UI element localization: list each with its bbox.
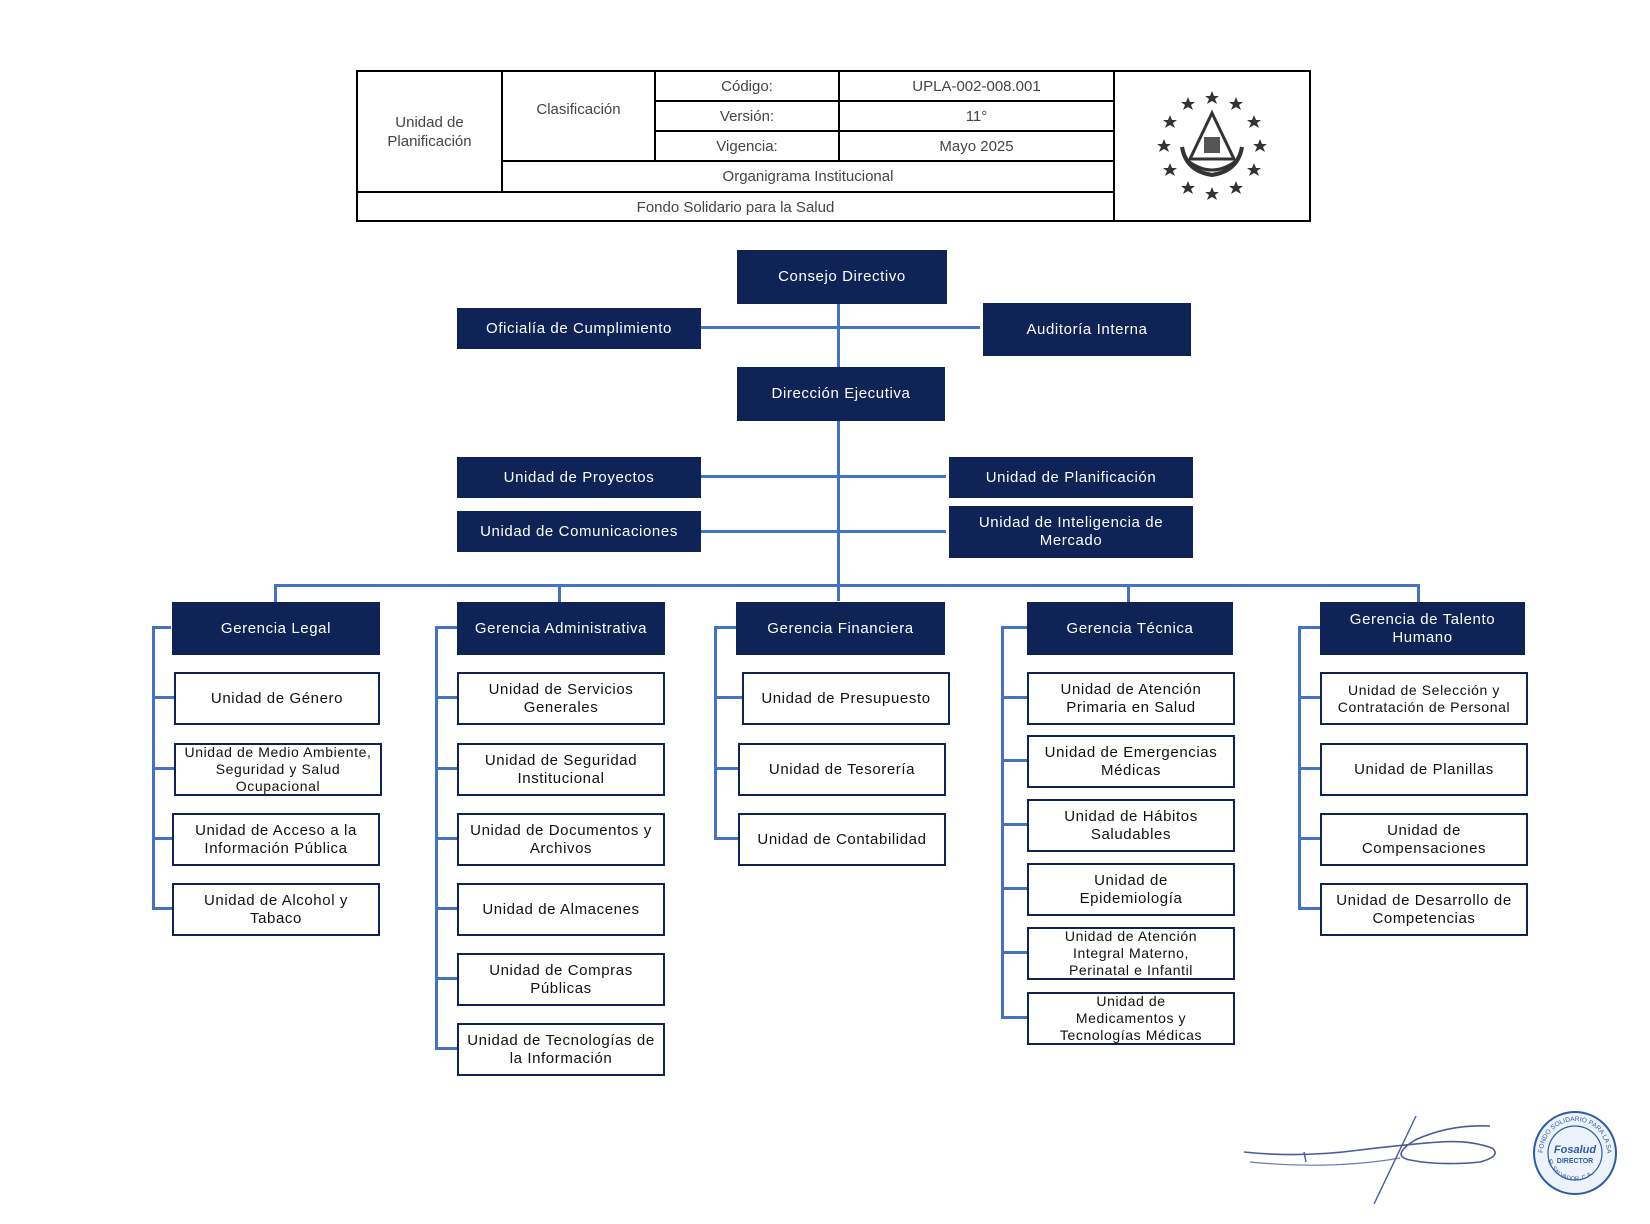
consejo-directivo-box: Consejo Directivo xyxy=(737,250,947,304)
validity-label: Vigencia: xyxy=(716,137,778,155)
unidad-almacenes-box: Unidad de Almacenes xyxy=(457,883,665,936)
unidad-proyectos-box: Unidad de Proyectos xyxy=(457,457,701,498)
svg-text:DIRECTOR: DIRECTOR xyxy=(1557,1158,1593,1165)
document-title: Organigrama Institucional xyxy=(722,168,894,185)
unidad-emergencias-medicas-box: Unidad de Emergencias Médicas xyxy=(1027,735,1235,788)
unidad-atencion-primaria-box: Unidad de Atención Primaria en Salud xyxy=(1027,672,1235,725)
unidad-epidemiologia-box: Unidad de Epidemiología xyxy=(1027,863,1235,916)
unidad-servicios-generales-box: Unidad de Servicios Generales xyxy=(457,672,665,725)
unidad-compensaciones-box: Unidad de Compensaciones xyxy=(1320,813,1528,866)
svg-text:Fosalud: Fosalud xyxy=(1554,1144,1596,1156)
unidad-medicamentos-tecnologias-box: Unidad de Medicamentos y Tecnologías Méd… xyxy=(1027,992,1235,1045)
institution-name: Fondo Solidario para la Salud xyxy=(636,199,835,216)
classification-label: Clasificación xyxy=(536,101,621,118)
unit-name: Unidad de Planificación xyxy=(387,113,472,150)
unidad-alcohol-tabaco-box: Unidad de Alcohol y Tabaco xyxy=(172,883,380,936)
unidad-tecnologias-informacion-box: Unidad de Tecnologías de la Información xyxy=(457,1023,665,1076)
unidad-documentos-archivos-box: Unidad de Documentos y Archivos xyxy=(457,813,665,866)
auditoria-interna-box: Auditoría Interna xyxy=(983,303,1191,356)
gerencia-financiera-box: Gerencia Financiera xyxy=(736,602,945,655)
unidad-contabilidad-box: Unidad de Contabilidad xyxy=(738,813,946,866)
version-value: 11° xyxy=(965,107,988,125)
unidad-inteligencia-mercado-box: Unidad de Inteligencia de Mercado xyxy=(949,506,1193,558)
unidad-desarrollo-competencias-box: Unidad de Desarrollo de Competencias xyxy=(1320,883,1528,936)
unidad-seguridad-institucional-box: Unidad de Seguridad Institucional xyxy=(457,743,665,796)
gerencia-talento-humano-box: Gerencia de Talento Humano xyxy=(1320,602,1525,655)
gerencia-tecnica-box: Gerencia Técnica xyxy=(1027,602,1233,655)
signature-icon xyxy=(1240,1100,1530,1215)
unidad-habitos-saludables-box: Unidad de Hábitos Saludables xyxy=(1027,799,1235,852)
direccion-ejecutiva-box: Dirección Ejecutiva xyxy=(737,367,945,421)
validity-value: Mayo 2025 xyxy=(939,137,1014,155)
code-label: Código: xyxy=(721,77,773,95)
unidad-seleccion-contratacion-box: Unidad de Selección y Contratación de Pe… xyxy=(1320,672,1528,725)
unidad-planificacion-box: Unidad de Planificación xyxy=(949,457,1193,498)
unidad-tesoreria-box: Unidad de Tesorería xyxy=(738,743,946,796)
coat-of-arms-icon xyxy=(1115,72,1309,222)
unidad-acceso-informacion-box: Unidad de Acceso a la Información Públic… xyxy=(172,813,380,866)
version-label: Versión: xyxy=(719,107,775,125)
gerencia-legal-box: Gerencia Legal xyxy=(172,602,380,655)
unidad-comunicaciones-box: Unidad de Comunicaciones xyxy=(457,511,701,552)
oficialia-cumplimiento-box: Oficialía de Cumplimiento xyxy=(457,308,701,349)
unidad-compras-publicas-box: Unidad de Compras Públicas xyxy=(457,953,665,1006)
code-value: UPLA-002-008.001 xyxy=(912,77,1041,95)
unidad-presupuesto-box: Unidad de Presupuesto xyxy=(742,672,950,725)
unidad-genero-box: Unidad de Género xyxy=(174,672,380,725)
seal-icon: FONDO SOLIDARIO PARA LA SALUD EL SALVADO… xyxy=(1530,1105,1618,1201)
unidad-atencion-materno-box: Unidad de Atención Integral Materno, Per… xyxy=(1027,927,1235,980)
unidad-medio-ambiente-box: Unidad de Medio Ambiente, Seguridad y Sa… xyxy=(174,743,382,796)
gerencia-administrativa-box: Gerencia Administrativa xyxy=(457,602,665,655)
document-header-table: Unidad de Planificación Clasificación Có… xyxy=(356,70,1311,222)
unidad-planillas-box: Unidad de Planillas xyxy=(1320,743,1528,796)
